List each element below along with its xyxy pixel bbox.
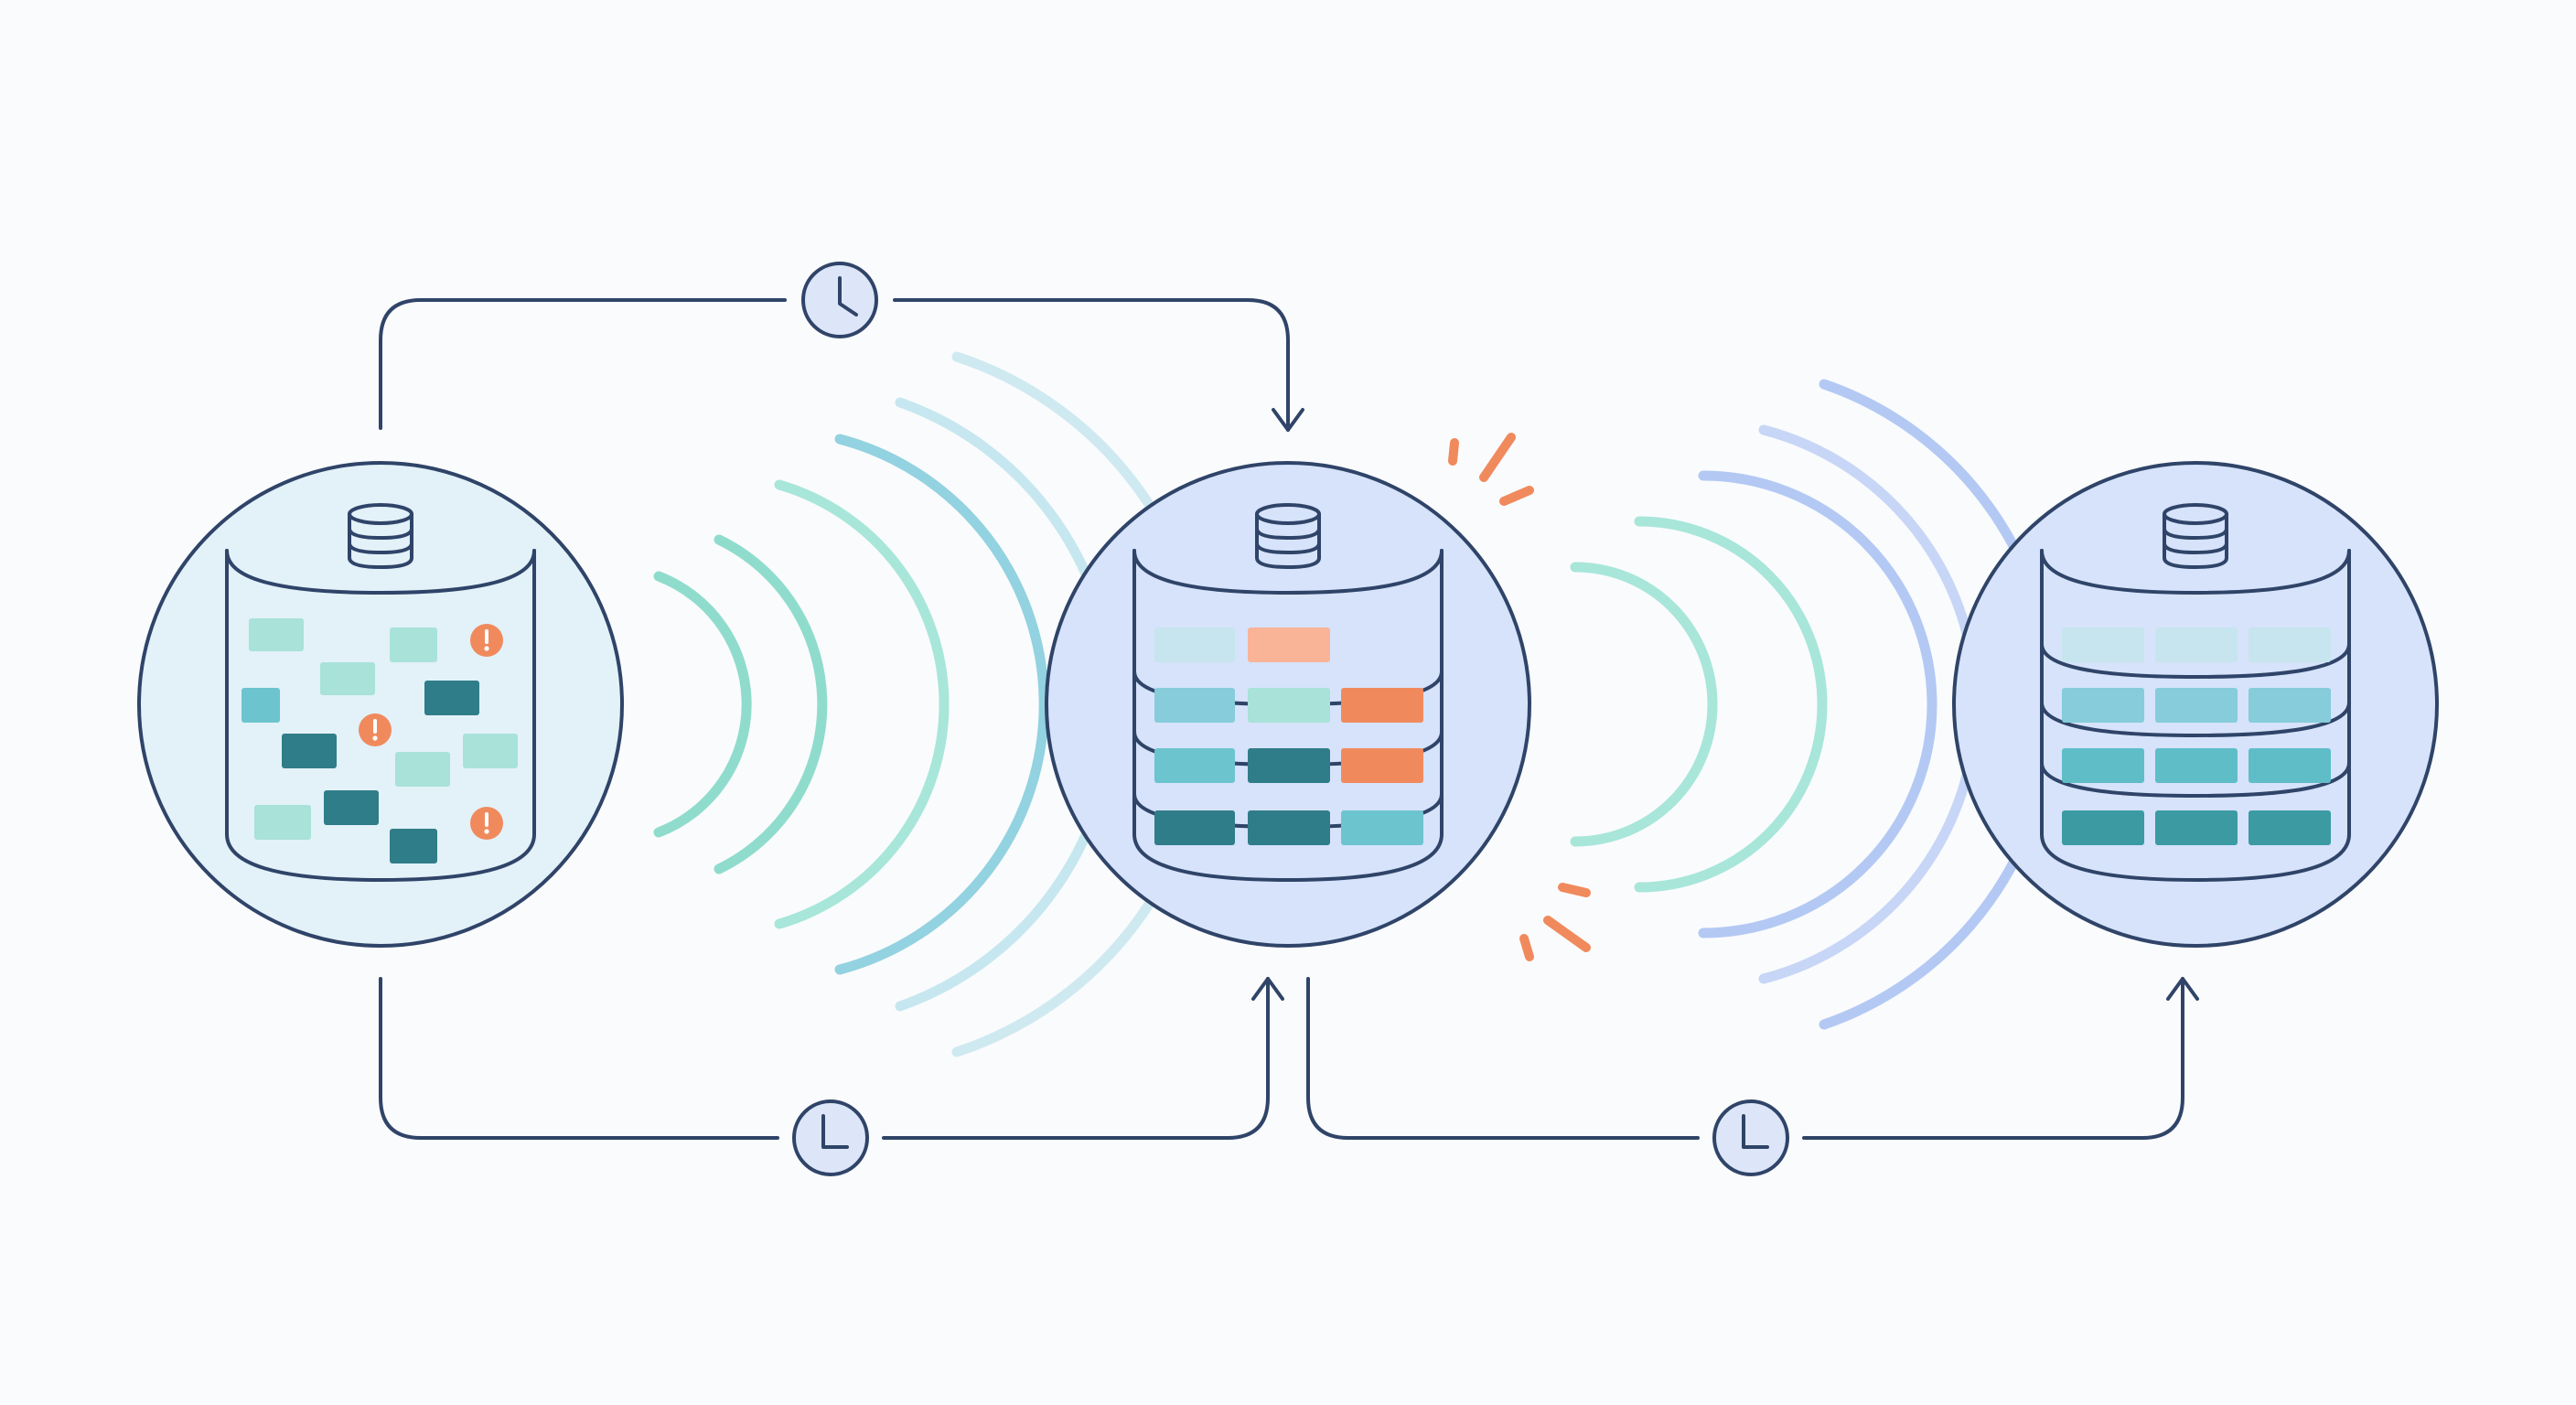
record-block — [390, 627, 437, 662]
clock-icon — [801, 262, 878, 338]
record-block-error — [1341, 748, 1423, 783]
alert-sparks-top — [1448, 433, 1534, 506]
record-block — [2062, 688, 2144, 723]
record-block — [2155, 748, 2238, 783]
record-block-error — [1341, 688, 1423, 723]
bottom-connector-2 — [1306, 977, 2199, 1176]
record-block — [242, 688, 280, 723]
record-block — [2062, 810, 2144, 845]
record-block — [1154, 748, 1235, 783]
connector-line — [379, 977, 779, 1140]
record-block — [1154, 627, 1235, 662]
signal-wave-arc — [1570, 562, 1718, 847]
database-icon — [2163, 503, 2228, 569]
record-block-error — [1248, 627, 1330, 662]
scattered-records — [242, 618, 518, 863]
record-rows — [2062, 627, 2331, 845]
signal-wave-arc — [714, 534, 828, 874]
arrow-up-icon — [1251, 977, 1284, 1001]
error-markers — [359, 624, 503, 840]
record-block — [1341, 810, 1423, 845]
cylinder-container — [2040, 549, 2351, 882]
record-block — [282, 734, 337, 768]
signal-wave-arc — [1698, 470, 1937, 938]
record-block — [249, 618, 304, 651]
database-icon — [348, 503, 413, 569]
signal-wave-arc — [774, 479, 950, 929]
stage-circle — [137, 461, 624, 948]
record-block — [2155, 627, 2238, 662]
arrow-up-icon — [2166, 977, 2199, 1001]
record-block — [390, 829, 437, 863]
record-block — [2249, 810, 2331, 845]
connector-line — [893, 298, 1290, 432]
connector-line — [379, 298, 787, 430]
clock-icon — [792, 1099, 869, 1176]
record-block — [2062, 627, 2144, 662]
record-block — [2155, 810, 2238, 845]
record-block — [1154, 810, 1235, 845]
database-icon — [1255, 503, 1321, 569]
record-block — [395, 752, 450, 787]
record-block — [424, 681, 479, 715]
signal-wave-arc — [834, 434, 1049, 975]
arrow-down-icon — [1272, 408, 1304, 432]
stage-unsorted — [137, 461, 624, 948]
bottom-connector-1 — [379, 977, 1284, 1176]
record-block — [1248, 688, 1330, 723]
record-block — [2249, 688, 2331, 723]
record-block — [324, 790, 379, 825]
record-rows — [1154, 627, 1423, 845]
stage-organized — [1952, 461, 2439, 948]
record-block — [1248, 748, 1330, 783]
record-block — [2249, 748, 2331, 783]
cylinder-container — [225, 549, 536, 882]
record-block — [1154, 688, 1235, 723]
error-badge-icon — [359, 713, 392, 746]
clock-icon — [1712, 1099, 1789, 1176]
signal-wave-arc — [653, 571, 752, 838]
record-block — [463, 734, 518, 768]
signal-wave-arc — [1634, 516, 1828, 893]
alert-sparks-bottom — [1519, 883, 1591, 961]
signal-wave-arc — [1758, 424, 1981, 984]
record-block — [320, 662, 375, 695]
top-connector — [379, 262, 1304, 432]
error-badge-icon — [470, 807, 503, 840]
connector-line — [882, 977, 1270, 1140]
record-block — [2062, 748, 2144, 783]
record-block — [2249, 627, 2331, 662]
record-block — [1248, 810, 1330, 845]
record-block — [254, 805, 311, 840]
stage-sorting — [1045, 461, 1531, 948]
connector-line — [1306, 977, 1700, 1140]
connector-line — [1802, 977, 2184, 1140]
record-block — [2155, 688, 2238, 723]
error-badge-icon — [470, 624, 503, 657]
